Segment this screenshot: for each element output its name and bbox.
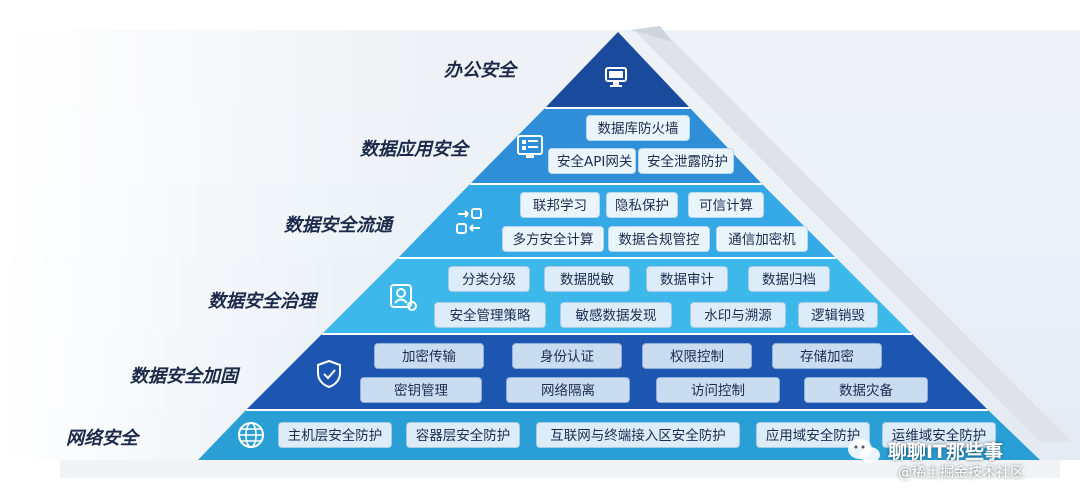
chip-storage-encryption: 存储加密 (772, 343, 882, 369)
band-office (0, 30, 1080, 108)
chip-host-protection: 主机层安全防护 (278, 422, 392, 448)
chip-internet-access-protection: 互联网与终端接入区安全防护 (536, 422, 740, 448)
exchange-icon (456, 208, 482, 234)
chip-network-isolation: 网络隔离 (506, 377, 630, 403)
chip-authentication: 身份认证 (512, 343, 622, 369)
layer-label-office: 办公安全 (444, 60, 516, 81)
chip-encrypted-transfer: 加密传输 (374, 343, 484, 369)
pyramid-edge-arrow (630, 26, 672, 42)
globe-icon (238, 422, 264, 448)
chip-federated-learning: 联邦学习 (520, 192, 600, 218)
chip-archive: 数据归档 (748, 266, 830, 292)
chip-leak-protection: 安全泄露防护 (638, 148, 734, 174)
layer-label-govern: 数据安全治理 (208, 291, 316, 312)
shield-icon (317, 359, 341, 389)
wechat-icon (848, 439, 880, 463)
chip-privacy-protection: 隐私保护 (606, 192, 678, 218)
watermark-title: 聊聊IT那些事 (888, 441, 1004, 463)
chip-policy: 安全管理策略 (434, 302, 546, 328)
chip-permission-control: 权限控制 (642, 343, 752, 369)
chip-disaster-recovery: 数据灾备 (804, 377, 928, 403)
chip-audit: 数据审计 (646, 266, 728, 292)
chip-key-management: 密钥管理 (360, 377, 482, 403)
monitor-icon (605, 67, 627, 87)
layer-label-flow: 数据安全流通 (284, 215, 392, 236)
chip-logical-destroy: 逻辑销毁 (798, 302, 878, 328)
chip-ops-domain-protection: 运维域安全防护 (882, 422, 996, 448)
layer-office-shape (545, 32, 690, 108)
chip-encryption-machine: 通信加密机 (716, 226, 808, 252)
layer-label-network: 网络安全 (66, 428, 138, 449)
dashboard-icon (517, 135, 543, 158)
chip-sensitive-discovery: 敏感数据发现 (560, 302, 672, 328)
chip-access-control: 访问控制 (656, 377, 780, 403)
chip-app-domain-protection: 应用域安全防护 (756, 422, 870, 448)
chip-watermark: 水印与溯源 (690, 302, 786, 328)
chip-mpc: 多方安全计算 (502, 226, 604, 252)
chip-compliance: 数据合规管控 (608, 226, 710, 252)
chip-trusted-computing: 可信计算 (688, 192, 764, 218)
watermark-subtitle: @稀土掘金技术社区 (898, 465, 1024, 481)
layer-label-harden: 数据安全加固 (130, 366, 238, 387)
layer-label-app: 数据应用安全 (360, 139, 468, 160)
chip-classification: 分类分级 (448, 266, 530, 292)
chip-container-protection: 容器层安全防护 (406, 422, 520, 448)
pyramid-edge (636, 32, 1072, 442)
chip-api-gateway: 安全API网关 (548, 148, 636, 174)
chip-desensitization: 数据脱敏 (544, 266, 630, 292)
chip-db-firewall: 数据库防火墙 (586, 115, 690, 141)
governance-icon (390, 284, 417, 311)
